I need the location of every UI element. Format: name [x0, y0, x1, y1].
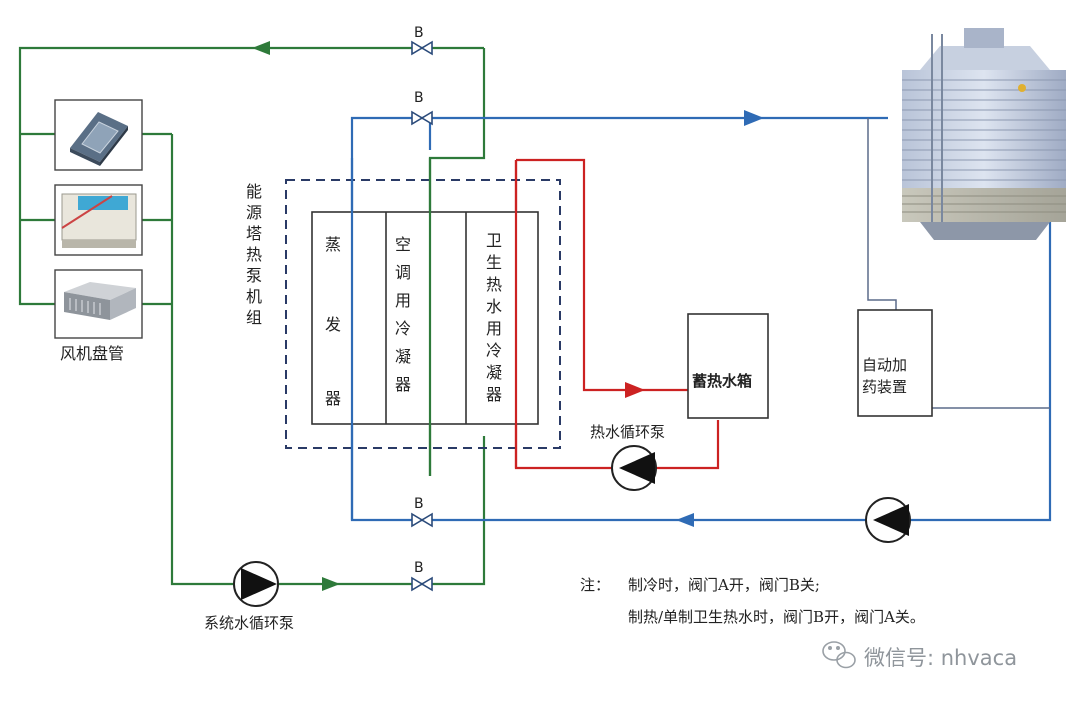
valve-bottom-1[interactable]: B: [411, 496, 433, 528]
flow-arrow-left-bottom: [676, 513, 694, 527]
fan-coil-label: 风机盘管: [60, 344, 124, 363]
dhw-condenser-label: 卫 生 热 水 用 冷 凝 器: [486, 231, 502, 404]
cooling-tower-icon: [902, 28, 1066, 240]
svg-text:器: 器: [486, 385, 502, 404]
svg-text:冷: 冷: [395, 319, 411, 338]
svg-text:用: 用: [486, 319, 502, 338]
svg-text:用: 用: [395, 291, 411, 310]
flow-arrow-red: [625, 382, 645, 398]
heat-pump-unit-title: 能 源 塔 热 泵 机 组: [246, 182, 262, 327]
flow-arrow-left-top: [252, 41, 270, 55]
dosing-label-line2: 药装置: [862, 378, 907, 396]
svg-text:能: 能: [246, 182, 262, 201]
evaporator-label: 蒸 发 器: [325, 235, 341, 408]
note-line1: 制冷时，阀门A开，阀门B关;: [628, 576, 820, 594]
svg-text:源: 源: [246, 203, 262, 222]
svg-text:凝: 凝: [486, 363, 502, 382]
wechat-icon: [822, 641, 856, 669]
ac-condenser-label: 空 调 用 冷 凝 器: [395, 235, 411, 394]
valve-bottom-2[interactable]: B: [411, 560, 433, 592]
svg-text:热: 热: [246, 245, 262, 264]
auto-dosing-device: [857, 309, 933, 417]
valve-label: B: [414, 90, 424, 106]
hot-water-pump-label: 热水循环泵: [590, 423, 665, 441]
valve-label: B: [414, 560, 424, 576]
svg-text:水: 水: [486, 297, 502, 316]
valve-top-1[interactable]: B: [411, 25, 433, 56]
valve-top-2[interactable]: B: [411, 90, 433, 126]
svg-text:泵: 泵: [246, 266, 262, 285]
note-prefix: 注：: [580, 576, 610, 594]
storage-tank: [687, 313, 769, 419]
flow-arrow-right-top: [744, 110, 764, 126]
dosing-lines: [867, 118, 1050, 409]
svg-text:塔: 塔: [246, 224, 262, 243]
svg-text:机: 机: [246, 287, 262, 306]
svg-text:冷: 冷: [486, 341, 502, 360]
system-pump-label: 系统水循环泵: [204, 614, 294, 632]
cooling-water-pump[interactable]: [865, 497, 911, 543]
flow-arrow-right-bottom: [322, 577, 340, 591]
cassette-fan-coil-icon: [54, 99, 143, 171]
svg-text:卫: 卫: [486, 231, 502, 250]
system-water-pump[interactable]: [233, 561, 279, 607]
svg-text:蒸: 蒸: [325, 235, 341, 254]
svg-text:凝: 凝: [395, 347, 411, 366]
watermark-text: 微信号: nhvaca: [864, 646, 1017, 670]
svg-text:调: 调: [395, 263, 411, 282]
svg-text:器: 器: [325, 389, 341, 408]
heat-pump-unit-dashed-box: [285, 179, 561, 449]
unit-inner-frame: [311, 211, 539, 425]
dosing-label-line1: 自动加: [862, 356, 907, 374]
note-line2: 制热/单制卫生热水时，阀门B开，阀门A关。: [628, 608, 925, 626]
valve-label: B: [414, 496, 424, 512]
valve-label: B: [414, 25, 424, 41]
svg-text:器: 器: [395, 375, 411, 394]
wall-fan-coil-icon: [54, 184, 143, 256]
storage-tank-label: 蓄热水箱: [692, 372, 752, 390]
svg-text:热: 热: [486, 275, 502, 294]
duct-fan-coil-icon: [54, 269, 143, 339]
svg-text:发: 发: [325, 315, 341, 334]
svg-text:生: 生: [486, 253, 502, 272]
svg-text:空: 空: [395, 235, 411, 254]
svg-text:组: 组: [246, 308, 262, 327]
hot-water-pump[interactable]: [611, 445, 657, 491]
